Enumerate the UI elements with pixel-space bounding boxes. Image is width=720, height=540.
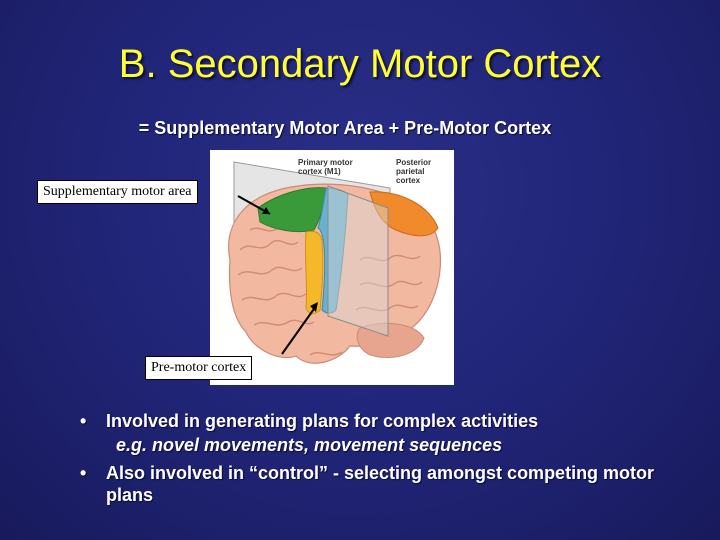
bullet-example: e.g. novel movements, movement sequences <box>116 435 503 455</box>
cerebellum <box>356 322 425 358</box>
supplementary-motor-area-callout: Supplementary motor area <box>37 180 198 204</box>
brain-figure: Primary motor cortex (M1) Posterior pari… <box>210 150 454 385</box>
bullet-text: Also involved in “control” - selecting a… <box>106 463 655 505</box>
premotor-region <box>304 230 324 315</box>
posterior-parietal-region <box>369 191 439 237</box>
slide-subtitle: = Supplementary Motor Area + Pre-Motor C… <box>138 118 552 138</box>
brain-illustration <box>228 161 442 364</box>
premotor-cortex-callout: Pre-motor cortex <box>145 356 253 380</box>
bullet-item-2: • Also involved in “control” - selecting… <box>78 462 678 506</box>
primary-motor-cortex-label: Primary motor cortex (M1) <box>298 158 353 176</box>
bullet-item-1: • Involved in generating plans for compl… <box>78 410 678 432</box>
posterior-parietal-cortex-label: Posterior parietal cortex <box>396 158 432 185</box>
slide-title: B. Secondary Motor Cortex <box>118 42 602 86</box>
bullet-list: • Involved in generating plans for compl… <box>78 410 678 506</box>
section-plane <box>327 185 389 337</box>
bullet-text: Involved in generating plans for complex… <box>106 411 539 431</box>
gyri-texture <box>237 227 423 356</box>
bullet-dot: • <box>80 463 87 483</box>
bullet-dot: • <box>80 411 87 431</box>
primary-motor-region <box>317 187 349 314</box>
